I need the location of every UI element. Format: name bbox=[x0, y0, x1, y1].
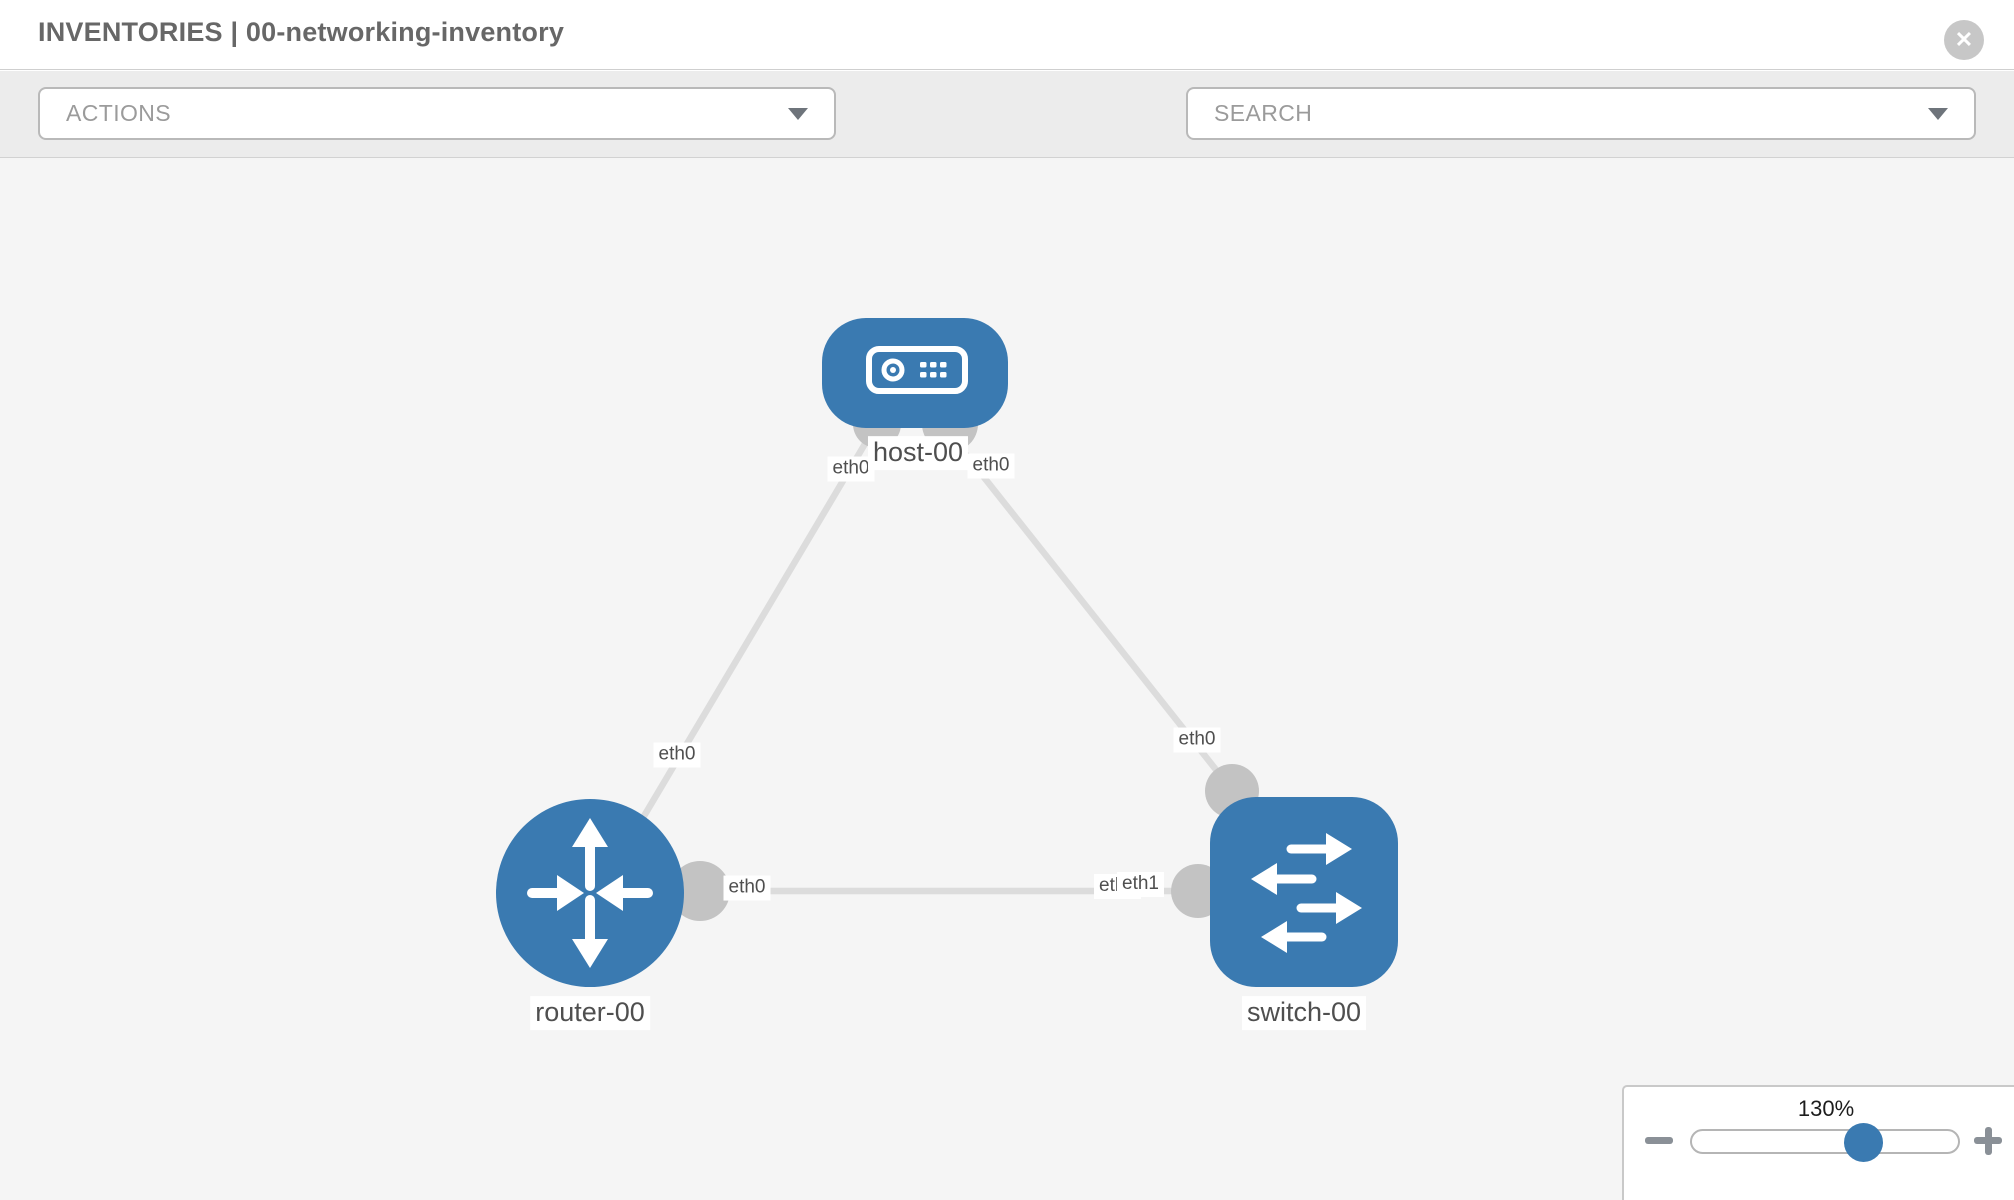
caret-down-icon bbox=[1928, 107, 1948, 120]
node-host[interactable] bbox=[822, 318, 1008, 428]
interface-connector bbox=[670, 861, 730, 921]
router-icon bbox=[527, 818, 653, 968]
header: INVENTORIES | 00-networking-inventory ✕ bbox=[0, 0, 2014, 70]
close-icon: ✕ bbox=[1944, 20, 1984, 60]
search-dropdown-label: SEARCH bbox=[1214, 100, 1313, 126]
actions-dropdown[interactable]: ACTIONS bbox=[38, 87, 836, 140]
zoom-panel: 130% bbox=[1622, 1085, 2014, 1200]
node-label-router: router-00 bbox=[530, 996, 650, 1030]
node-label-host: host-00 bbox=[867, 436, 969, 470]
interface-label: eth0 bbox=[1173, 727, 1221, 753]
node-switch[interactable] bbox=[1210, 797, 1398, 987]
interface-label: eth0 bbox=[827, 456, 875, 482]
zoom-in-button[interactable] bbox=[1971, 1123, 2005, 1157]
switch-icon bbox=[1251, 833, 1362, 953]
node-router[interactable] bbox=[496, 799, 684, 987]
page-title: INVENTORIES | 00-networking-inventory bbox=[38, 17, 565, 47]
interface-label: eth1 bbox=[1117, 872, 1164, 897]
link-host-router[interactable] bbox=[609, 430, 875, 872]
interface-label: eth0 bbox=[653, 742, 701, 768]
caret-down-icon bbox=[788, 107, 808, 120]
interface-label: eth0 bbox=[967, 453, 1015, 479]
plus-icon bbox=[1984, 1126, 1992, 1155]
zoom-level: 130% bbox=[1797, 1096, 1855, 1121]
topology-svg bbox=[496, 318, 1398, 987]
host-icon bbox=[866, 346, 968, 394]
zoom-slider-track[interactable] bbox=[1690, 1123, 1960, 1162]
minus-icon bbox=[1645, 1137, 1673, 1144]
search-dropdown[interactable]: SEARCH bbox=[1186, 87, 1976, 140]
zoom-out-button[interactable] bbox=[1642, 1123, 1676, 1157]
node-label-switch: switch-00 bbox=[1241, 996, 1367, 1030]
toolbar: ACTIONS SEARCH bbox=[0, 71, 2014, 203]
interface-label: eth0 bbox=[723, 875, 771, 901]
zoom-slider-thumb[interactable] bbox=[1844, 1123, 1883, 1162]
actions-dropdown-label: ACTIONS bbox=[66, 100, 172, 126]
topology-canvas[interactable]: host-00 router-00 switch-00 eth0 eth0 et… bbox=[0, 158, 2014, 1200]
close-button[interactable]: ✕ bbox=[1944, 20, 1984, 60]
